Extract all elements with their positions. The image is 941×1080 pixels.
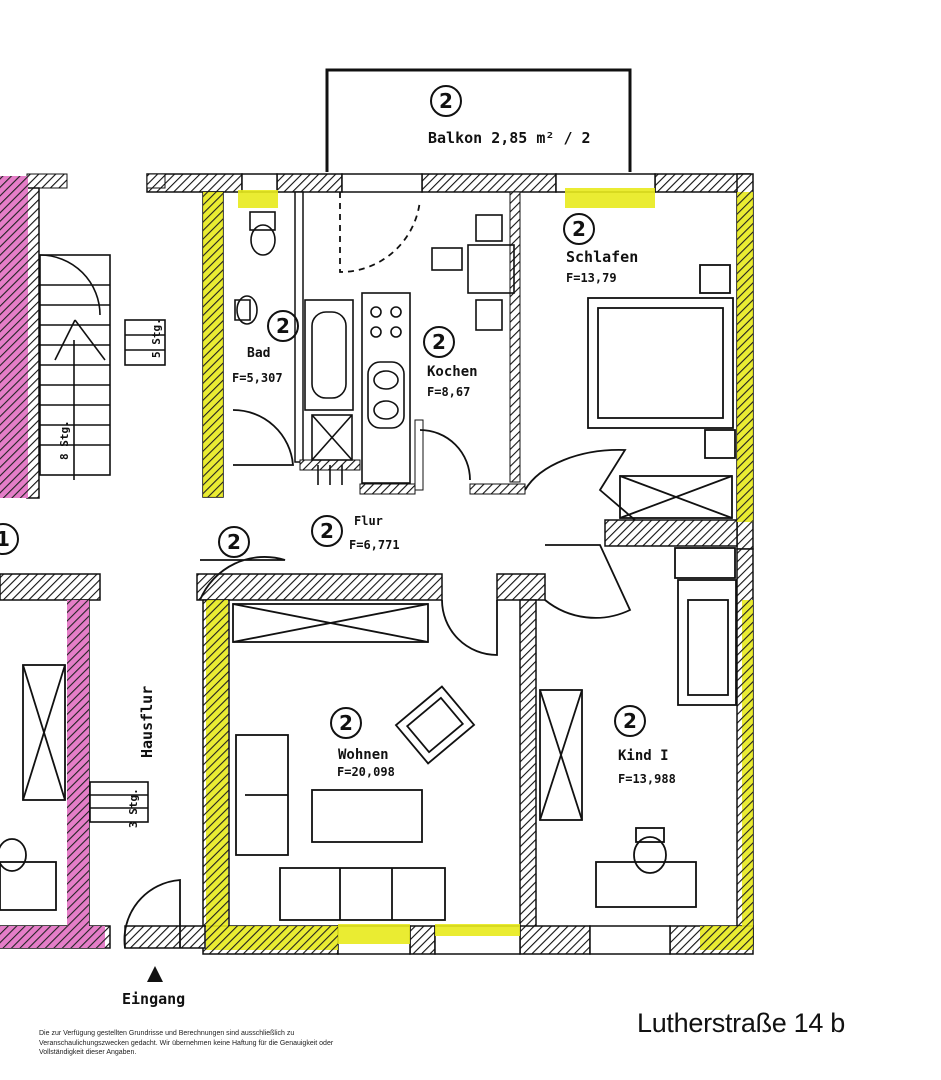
- label-wohnen: 2 Wohnen F=20,098: [330, 707, 395, 779]
- eingang-label: Eingang: [122, 990, 185, 1008]
- flur-name: Flur: [354, 514, 383, 528]
- label-bad: 2 Bad F=5,307: [232, 310, 299, 385]
- living-furniture: [232, 603, 476, 921]
- kuechen-name: Kochen: [427, 364, 478, 380]
- label-balkon: 2 Balkon 2,85 m² / 2: [428, 85, 591, 147]
- stairs-lower-label: 3 Stg.: [127, 788, 140, 828]
- bad-number: 2: [276, 314, 290, 338]
- staircase: [39, 254, 166, 823]
- schlafen-name: Schlafen: [566, 248, 638, 266]
- kind-number: 2: [623, 709, 637, 733]
- kuechen-number: 2: [432, 330, 446, 354]
- bad-area: F=5,307: [232, 371, 283, 385]
- schlafen-area: F=13,79: [566, 271, 617, 285]
- unit-highlight: [203, 188, 753, 950]
- label-kind: 2 Kind I F=13,988: [614, 705, 676, 786]
- kind-name: Kind I: [618, 748, 669, 764]
- street-address: Lutherstraße 14 b: [637, 1008, 846, 1038]
- disclaimer-text: Die zur Verfügung gestellten Grundrisse …: [39, 1030, 334, 1056]
- doors: [123, 192, 636, 949]
- wohnen-number: 2: [339, 711, 353, 735]
- schlafen-number: 2: [572, 217, 586, 241]
- kitchen-fixtures: [361, 214, 515, 484]
- bathroom-fixtures: [234, 211, 354, 485]
- balkon-label: Balkon 2,85 m² / 2: [428, 129, 591, 147]
- label-kuechen: 2 Kochen F=8,67: [423, 326, 478, 399]
- stairs-upper-label: 5 Stg.: [150, 318, 163, 358]
- kind-area: F=13,988: [618, 772, 676, 786]
- balcony: [325, 68, 632, 172]
- entrance: Eingang: [122, 966, 185, 1008]
- walls: [0, 173, 754, 955]
- svg-text:1: 1: [0, 527, 10, 551]
- flur-number: 2: [320, 519, 334, 543]
- wohnen-area: F=20,098: [337, 765, 395, 779]
- hausflur-label: Hausflur: [138, 686, 156, 758]
- flur-area: F=6,771: [349, 538, 400, 552]
- svg-text:2: 2: [227, 530, 241, 554]
- bad-name: Bad: [247, 346, 270, 361]
- entry-marker-left: 1: [0, 523, 19, 555]
- balkon-number: 2: [439, 89, 453, 113]
- entry-marker-right: 2: [218, 526, 250, 558]
- kuechen-area: F=8,67: [427, 385, 470, 399]
- bedroom-furniture: [587, 264, 736, 519]
- neighbor-furniture: [0, 664, 66, 911]
- wohnen-name: Wohnen: [338, 747, 389, 763]
- stairs-left-label: 8 Stg.: [58, 420, 71, 460]
- label-schlafen: 2 Schlafen F=13,79: [563, 213, 638, 285]
- kids-furniture: [539, 547, 737, 908]
- label-flur: 2 Flur F=6,771: [311, 514, 400, 552]
- neighbor-highlight: [0, 176, 105, 948]
